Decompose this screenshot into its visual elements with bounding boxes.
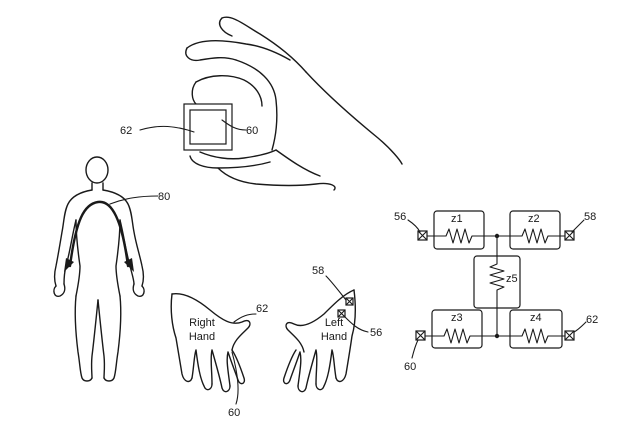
leader-60-right <box>231 351 239 405</box>
right-hand-label-line1: Right <box>189 317 215 329</box>
ref-58-circuit: 58 <box>584 211 596 223</box>
leader-60-circuit <box>411 339 419 359</box>
left-hand-label-line2: Hand <box>321 331 347 343</box>
leader-62 <box>139 125 195 133</box>
ref-56-circuit: 56 <box>394 211 406 223</box>
impedance-circuit: z1 z2 z5 z3 z4 56 58 <box>394 210 598 373</box>
resistor-z4 <box>513 328 559 344</box>
node-top <box>494 233 500 239</box>
ref-80-path: 80 <box>158 191 170 203</box>
arrowhead-right <box>124 258 134 272</box>
resistor-z2 <box>513 228 557 244</box>
pinching-hand-illustration: 60 62 <box>120 16 403 191</box>
ref-62-right: 62 <box>256 303 268 315</box>
resistor-z1 <box>437 228 481 244</box>
left-hand-label-line1: Left <box>325 317 343 329</box>
label-z4: z4 <box>530 312 542 324</box>
ref-60-device: 60 <box>246 125 258 137</box>
leader-58-left <box>325 275 347 301</box>
leader-60 <box>221 119 247 131</box>
ref-62-circuit: 62 <box>586 314 598 326</box>
leader-58-circuit <box>571 219 585 233</box>
neck <box>91 182 104 191</box>
ref-58-left: 58 <box>312 265 324 277</box>
arrowhead-left <box>64 258 74 272</box>
right-hand-label-line2: Hand <box>189 331 215 343</box>
leader-56-circuit <box>407 219 421 233</box>
resistor-z5 <box>489 257 505 307</box>
head <box>85 156 109 184</box>
leader-80 <box>109 195 159 205</box>
leader-56-left <box>343 315 369 333</box>
impedance-box-z2 <box>509 210 561 250</box>
label-z3: z3 <box>451 312 463 324</box>
ref-60-circuit: 60 <box>404 361 416 373</box>
right-hand-illustration: Right Hand 62 60 <box>170 293 268 419</box>
ref-60-right: 60 <box>228 407 240 419</box>
human-body-illustration: 80 <box>53 156 170 382</box>
label-z1: z1 <box>451 213 463 225</box>
leader-62-circuit <box>573 321 587 333</box>
label-z2: z2 <box>528 213 540 225</box>
sensor-window <box>189 109 227 145</box>
current-path-arrow <box>68 200 130 268</box>
leader-62-right <box>233 313 257 323</box>
left-hand-illustration: 58 56 Left Hand <box>282 265 382 393</box>
label-z5: z5 <box>506 273 518 285</box>
ref-56-left: 56 <box>370 327 382 339</box>
ref-62-sensor: 62 <box>120 125 132 137</box>
node-bottom <box>494 333 500 339</box>
impedance-box-z4 <box>509 309 563 349</box>
impedance-box-z1 <box>433 210 485 250</box>
resistor-z3 <box>435 328 479 344</box>
